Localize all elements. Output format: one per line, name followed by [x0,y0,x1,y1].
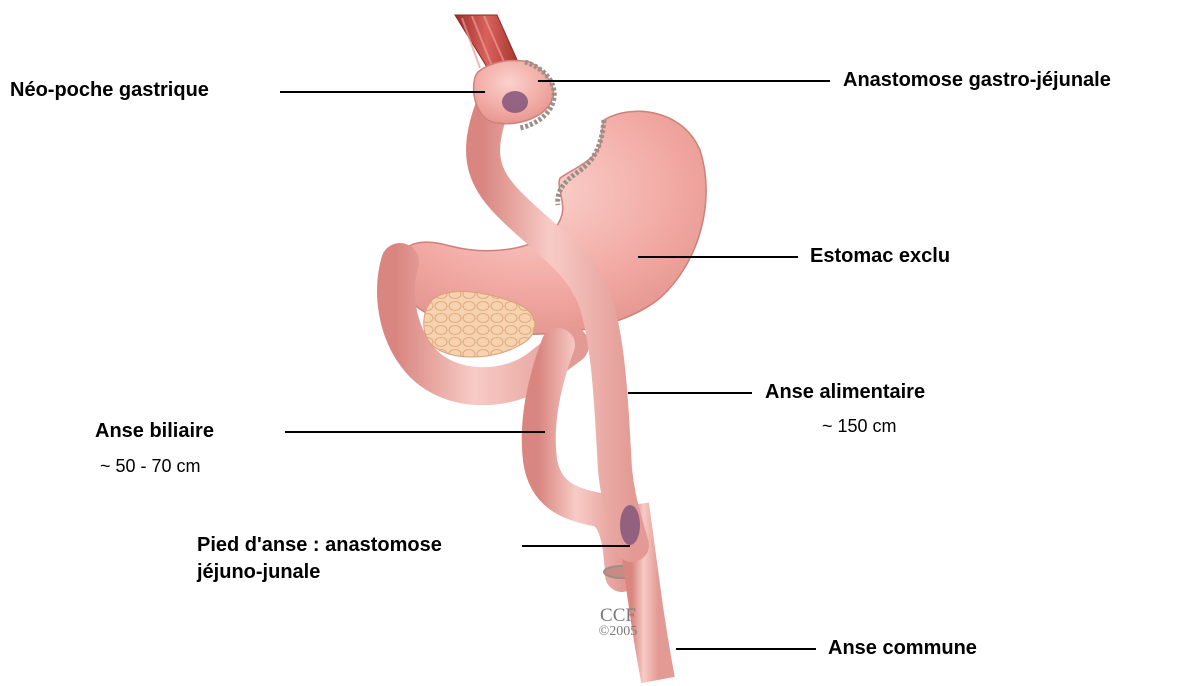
ccf-credit-org: CCF [588,606,648,625]
leader-anse-biliaire [285,431,545,433]
ccf-credit-year: ©2005 [588,625,648,639]
leader-anastomose-gj [538,80,830,82]
label-anse-commune: Anse commune [828,636,977,660]
label-anse-alimentaire-length: ~ 150 cm [822,416,897,437]
label-anse-biliaire-length: ~ 50 - 70 cm [100,456,201,477]
label-pied-anse-2: jéjuno-junale [197,560,320,584]
label-neo-poche: Néo-poche gastrique [10,78,209,102]
label-pied-anse-1: Pied d'anse : anastomose [197,533,442,557]
leader-pied-anse [522,545,630,547]
leader-anse-commune [676,648,816,650]
jejunojejunal-anastomosis-mark [620,505,640,545]
gastrojejunal-anastomosis-mark [502,91,528,113]
leader-anse-alimentaire [628,392,752,394]
label-anse-alimentaire: Anse alimentaire [765,380,925,404]
ccf-credit: CCF ©2005 [588,606,648,639]
leader-estomac [638,256,798,258]
label-anse-biliaire: Anse biliaire [95,419,214,443]
label-anastomose-gj: Anastomose gastro-jéjunale [843,68,1111,92]
leader-neo-poche [280,91,485,93]
label-estomac: Estomac exclu [810,244,950,268]
